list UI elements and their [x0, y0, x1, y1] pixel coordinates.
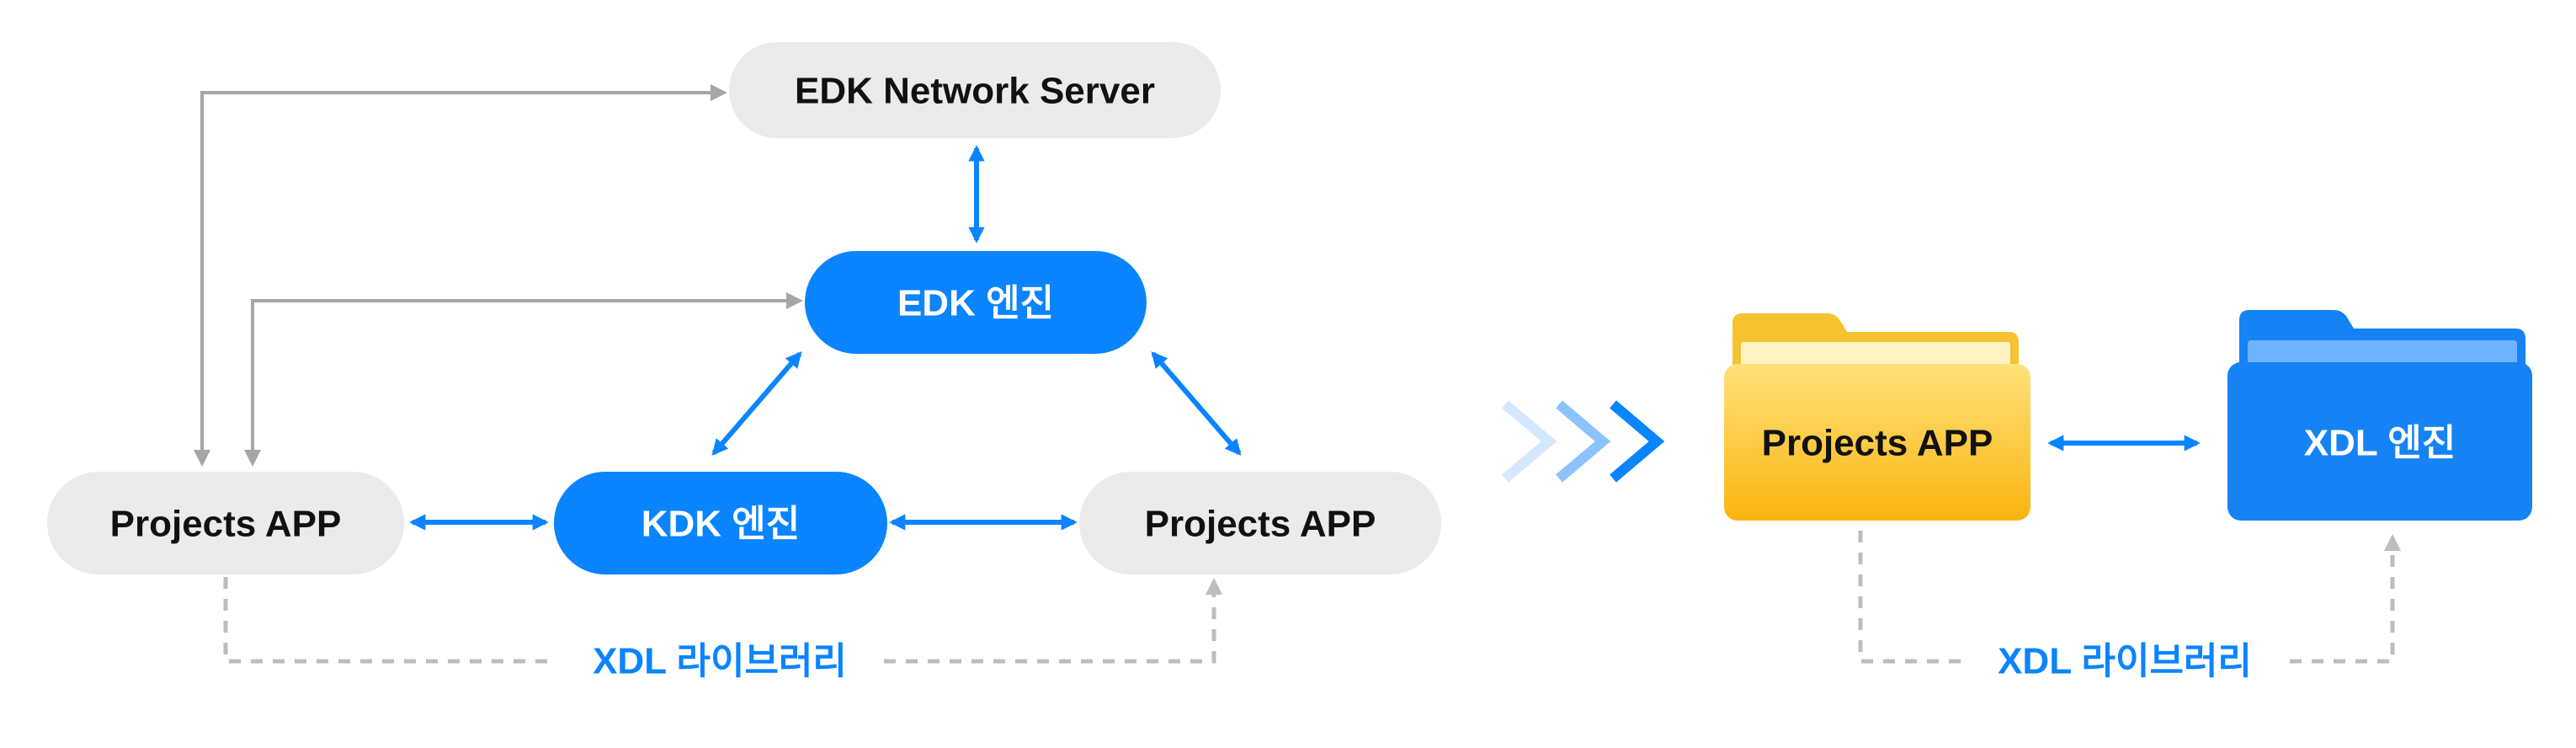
xdl-folder-label: XDL 엔진	[2304, 423, 2456, 464]
app-to-server-line	[200, 84, 727, 463]
app-to-edk-line	[251, 292, 803, 463]
app-right-label: Projects APP	[1145, 504, 1376, 545]
library-label-left: XDL 라이브러리	[593, 641, 847, 682]
app-folder-label: Projects APP	[1762, 423, 1993, 464]
server-pill: EDK Network Server	[729, 42, 1221, 138]
app-right-pill: Projects APP	[1079, 472, 1441, 574]
library-label-right: XDL 라이브러리	[1998, 641, 2252, 682]
gray-connectors	[194, 84, 803, 467]
blue-connectors	[409, 145, 1242, 531]
kdk-engine-pill: KDK 엔진	[554, 472, 887, 574]
transition-chevrons-icon	[1502, 400, 1665, 483]
edk-engine-pill: EDK 엔진	[805, 251, 1147, 354]
app-left-pill: Projects APP	[47, 472, 404, 574]
edk-kdk-arrow	[711, 351, 802, 456]
app-left-label: Projects APP	[110, 504, 342, 545]
server-label: EDK Network Server	[795, 71, 1155, 112]
library-dashed-left	[223, 577, 1222, 664]
projects-app-folder-icon: Projects APP	[1724, 313, 2030, 521]
edk-app-right-arrow	[1151, 351, 1242, 456]
library-dashed-right	[1858, 531, 2401, 664]
edk-engine-label: EDK 엔진	[897, 283, 1054, 324]
xdl-engine-folder-icon: XDL 엔진	[2227, 310, 2532, 521]
kdk-engine-label: KDK 엔진	[641, 504, 801, 545]
